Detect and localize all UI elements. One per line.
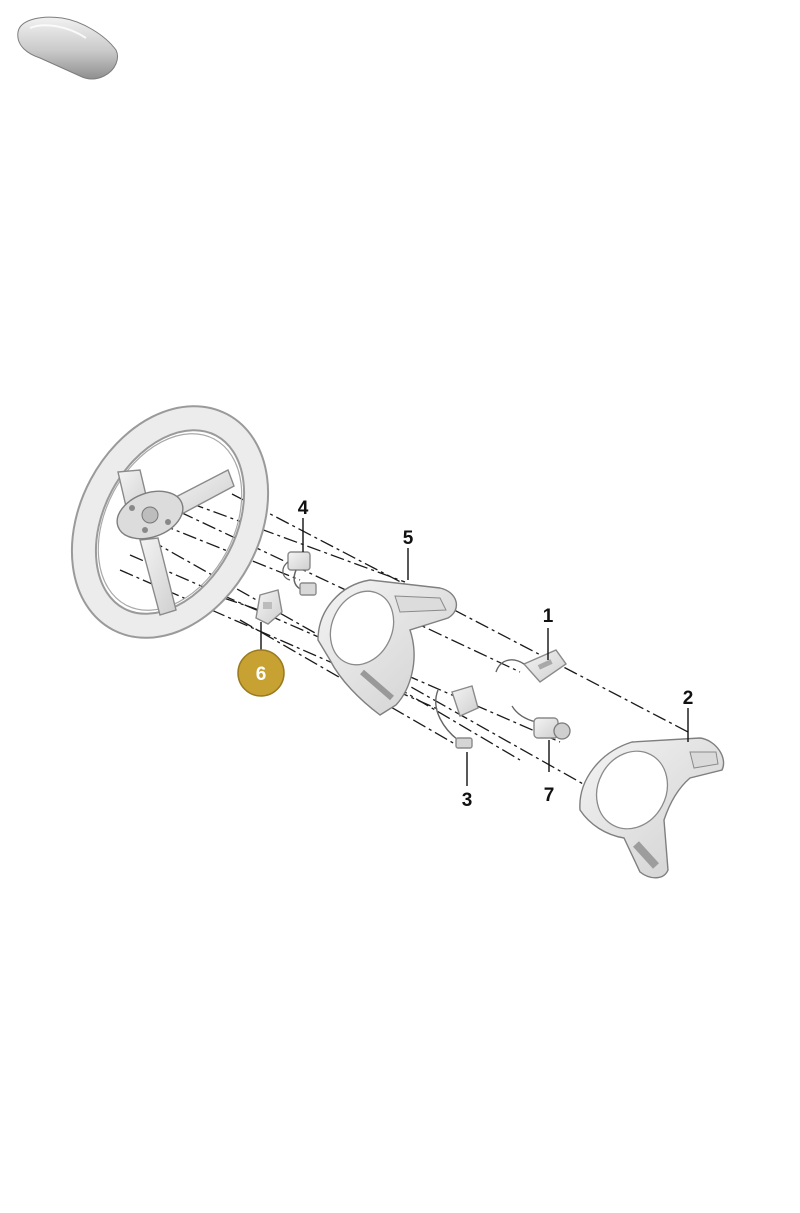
callout-badge bbox=[237, 649, 285, 697]
callout-label: 6 bbox=[256, 664, 267, 685]
callout-label: 5 bbox=[403, 528, 414, 549]
part-steering-wheel-trim-cover bbox=[579, 737, 725, 879]
part-right-switch-module bbox=[495, 649, 567, 683]
part-wiring-harness bbox=[435, 685, 479, 749]
callout-4[interactable]: 4 bbox=[298, 498, 309, 552]
callout-6[interactable]: 6 bbox=[237, 622, 285, 697]
part-rotary-switch bbox=[511, 705, 571, 740]
part-bracket bbox=[255, 589, 283, 625]
steering-wheel bbox=[70, 405, 270, 639]
callout-label: 3 bbox=[462, 790, 473, 811]
callout-1[interactable]: 1 bbox=[543, 606, 554, 660]
callout-3[interactable]: 3 bbox=[462, 752, 473, 811]
callout-label: 7 bbox=[544, 785, 555, 806]
car-silhouette-icon bbox=[17, 16, 118, 80]
part-switch-with-cable bbox=[282, 551, 317, 596]
callout-label: 4 bbox=[298, 498, 309, 519]
callout-5[interactable]: 5 bbox=[403, 528, 414, 580]
part-lower-steering-wheel-cover bbox=[317, 579, 458, 716]
callout-label: 1 bbox=[543, 606, 554, 627]
callout-2[interactable]: 2 bbox=[683, 688, 694, 742]
callout-7[interactable]: 7 bbox=[544, 740, 555, 806]
callout-label: 2 bbox=[683, 688, 694, 709]
